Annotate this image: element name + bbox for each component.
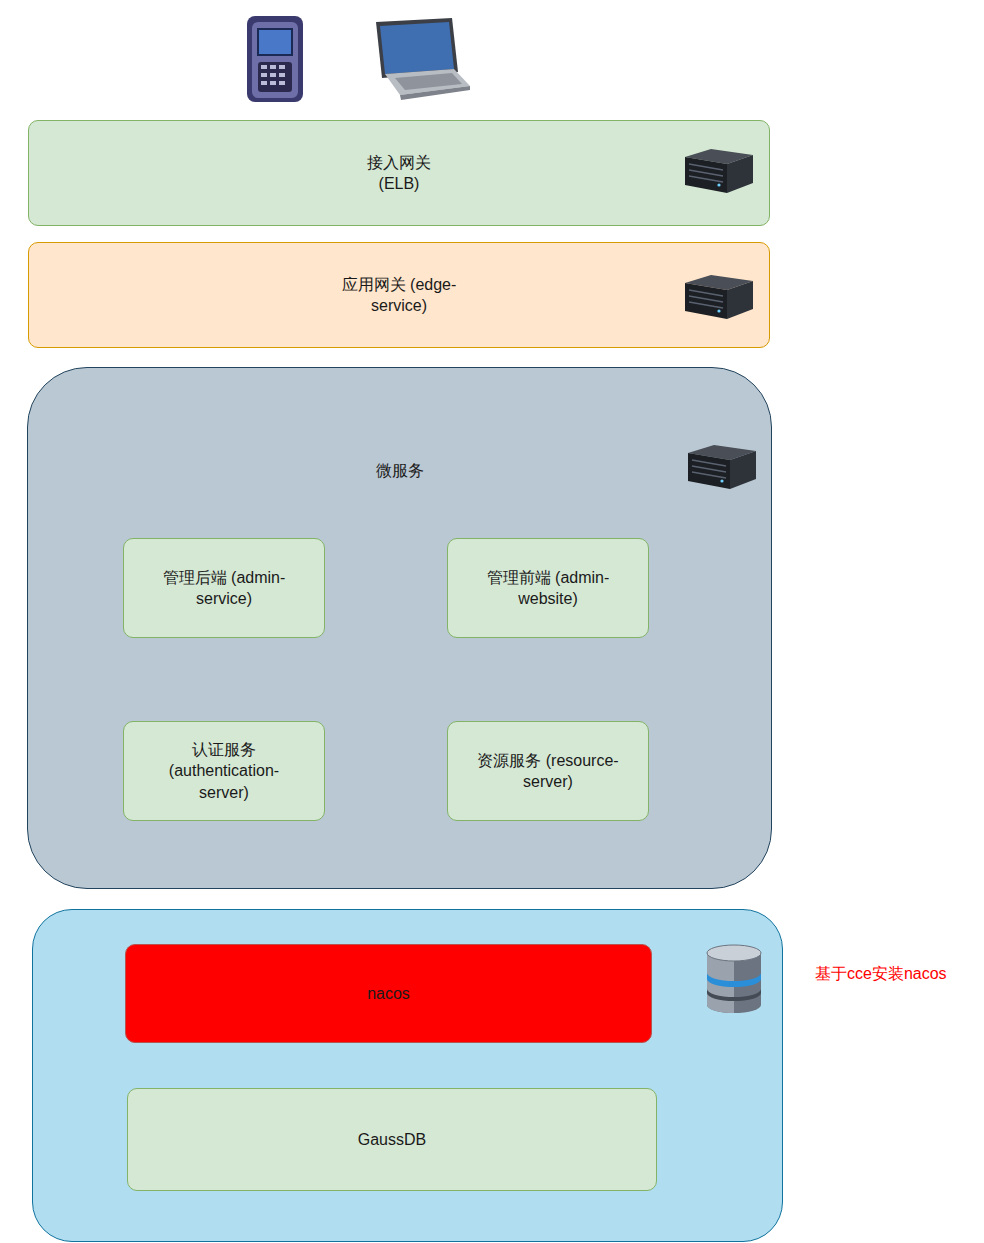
device-illustration [0,0,984,110]
node-label: 接入网关 (ELB) [359,152,439,194]
service-box: 认证服务 (authentication- server) [123,721,325,821]
server-icon [684,443,759,493]
database-icon [703,943,765,1015]
service-box: 接入网关 (ELB) [28,120,770,226]
group-panel: nacosGaussDB [32,909,783,1242]
node-label: 应用网关 (edge-service) [329,274,469,316]
phone-icon [247,16,303,102]
group-panel: 微服务管理后端 (admin-service) 管理前端 (admin-websi… [27,367,772,889]
node-label: 资源服务 (resource-server) [463,750,633,792]
service-box: 管理前端 (admin-website) [447,538,649,638]
node-label: GaussDB [358,1129,426,1150]
node-label: 认证服务 (authentication- server) [144,739,304,802]
server-icon [681,273,756,323]
node-label: 微服务 [376,460,424,481]
service-box: GaussDB [127,1088,657,1191]
service-box: 资源服务 (resource-server) [447,721,649,821]
service-box: 应用网关 (edge-service) [28,242,770,348]
server-icon [681,147,756,197]
node-label: 管理后端 (admin-service) [139,567,309,609]
node-label: nacos [367,983,410,1004]
node-label: 管理前端 (admin-website) [463,567,633,609]
service-box: 管理后端 (admin-service) [123,538,325,638]
service-box: nacos [125,944,652,1043]
laptop-icon [376,18,470,100]
annotation-note: 基于cce安装nacos [815,964,947,985]
